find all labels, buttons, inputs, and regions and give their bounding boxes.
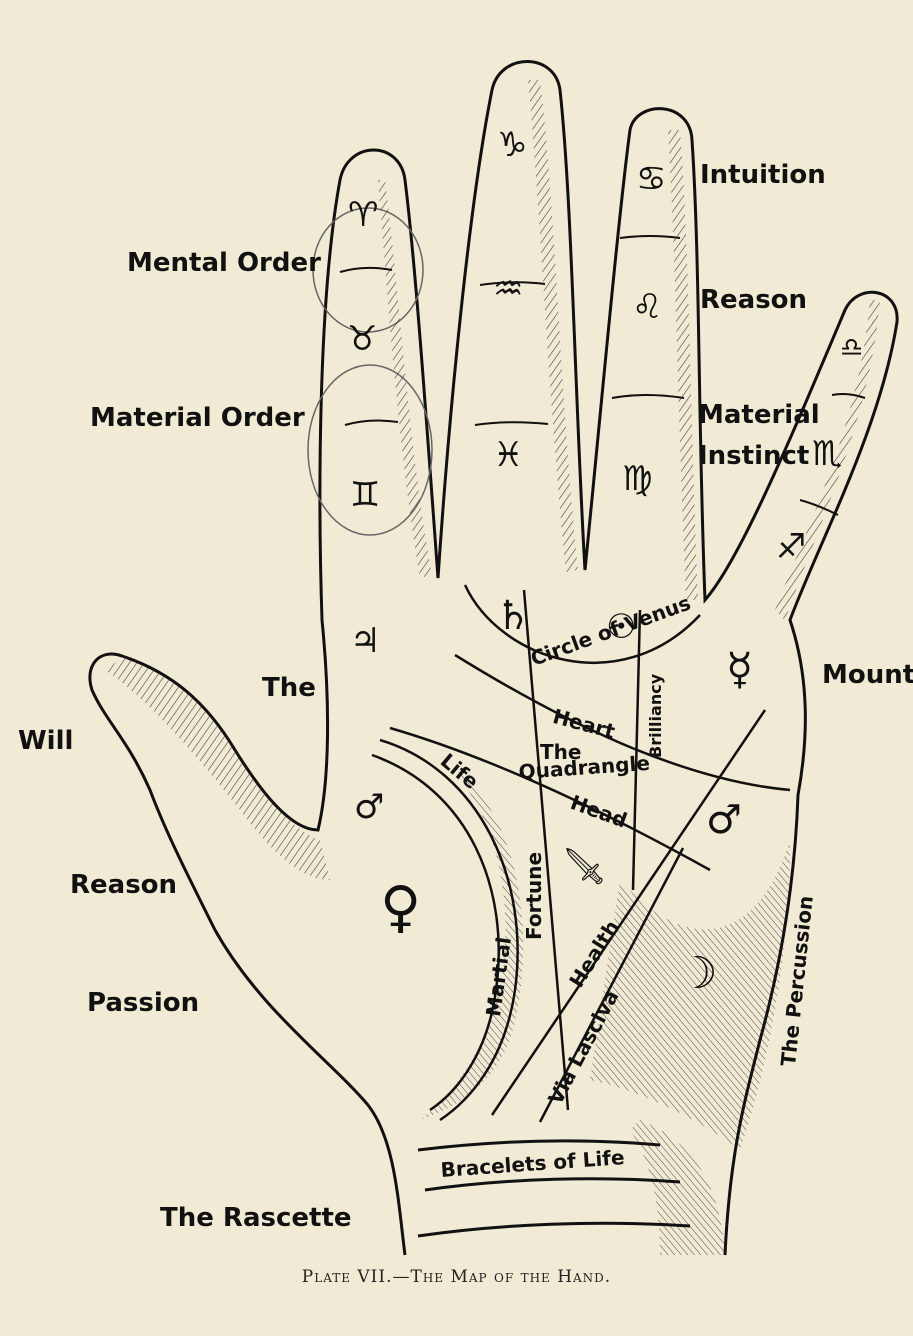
label-the-rascette: The Rascette (160, 1203, 352, 1233)
label-reason-thumb: Reason (70, 870, 178, 900)
scorpio-icon: ♏ (812, 434, 843, 474)
aquarius-icon: ♒ (493, 269, 524, 309)
label-mounts: Mounts (822, 660, 913, 690)
venus-icon: ♀ (380, 875, 422, 940)
heart-line (454, 653, 791, 792)
jupiter-icon: ♃ (350, 621, 381, 661)
taurus-icon: ♉ (347, 319, 378, 359)
material-order-outline (307, 364, 433, 536)
hand-drawing (88, 60, 899, 1256)
label-intuition: Intuition (700, 160, 826, 190)
health-line (490, 709, 767, 1116)
circle-of-venus-line (463, 584, 701, 664)
mental-order-outline (312, 207, 424, 333)
moon-icon: ☽ (678, 948, 718, 999)
virgo-icon: ♍ (622, 459, 653, 499)
label-the: The (262, 673, 316, 703)
aries-icon: ♈ (348, 195, 379, 235)
bracelet-lines (417, 1139, 691, 1238)
gemini-icon: ♊ (350, 475, 381, 515)
pisces-icon: ♓ (493, 435, 524, 475)
label-brilliancy: Brilliancy (646, 673, 665, 758)
fortune-line (522, 589, 570, 1111)
saturn-icon: ♄ (495, 593, 531, 639)
palm-lines (371, 584, 791, 1123)
label-will: Will (18, 726, 74, 756)
label-passion: Passion (87, 988, 200, 1018)
plate-caption: Plate VII.—The Map of the Hand. (301, 1267, 612, 1287)
finger-shading (378, 80, 880, 620)
life-line (379, 738, 519, 1122)
libra-icon: ♎ (840, 333, 864, 363)
dagger-icon: 🗡 (562, 843, 604, 889)
label-material-instinct-2: Instinct (698, 441, 810, 471)
palm-shading (590, 840, 790, 1150)
sun-icon: ☉ (606, 607, 637, 647)
head-line (389, 726, 711, 872)
wrist-shading (630, 1120, 725, 1255)
brilliancy-line (631, 609, 642, 891)
sagittarius-icon: ♐ (776, 527, 807, 567)
label-fortune: Fortune (522, 851, 546, 940)
leo-icon: ♌ (632, 287, 663, 327)
inner-life-line (371, 753, 500, 1112)
via-lasciva-line (538, 847, 685, 1123)
mars-lower-icon: ♂ (706, 797, 742, 843)
label-material-instinct-1: Material (698, 400, 820, 430)
mercury-icon: ☿ (726, 644, 754, 695)
capricorn-icon: ♑ (497, 125, 528, 165)
thumb-shading (105, 658, 330, 880)
label-material-order: Material Order (90, 403, 305, 433)
label-reason-finger: Reason (700, 285, 808, 315)
label-the-quadrangle-1: The (540, 740, 582, 764)
label-mental-order: Mental Order (127, 248, 321, 278)
cancer-icon: ♋ (636, 159, 667, 199)
hand-outline (88, 60, 899, 1256)
mars-upper-icon: ♂ (354, 787, 385, 827)
